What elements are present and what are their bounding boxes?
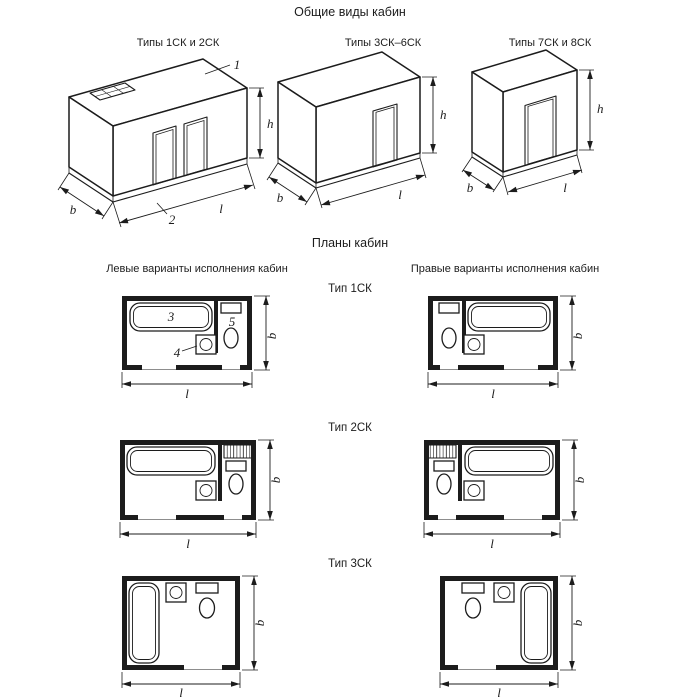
door-opening: [152, 116, 208, 186]
toilet-bowl: [198, 597, 216, 619]
partition-wall: [218, 445, 222, 501]
title-general-views: Общие виды кабин: [294, 5, 406, 19]
iso-label-types-1-2: Типы 1СК и 2СК: [137, 37, 220, 49]
dim-l-label: l: [186, 536, 190, 551]
dim-l-label: l: [398, 187, 402, 202]
sink: [165, 582, 187, 603]
iso-view-types-1-2: 1 2 h b l: [57, 57, 274, 228]
row-label-type-1sk: Тип 1СК: [328, 283, 372, 295]
bathtub: [126, 446, 216, 476]
row-label-type-2sk: Тип 2СК: [328, 422, 372, 434]
column-left-variants: Левые варианты исполнения кабин: [106, 263, 288, 275]
partition-wall: [458, 445, 462, 501]
bathtub: [129, 302, 213, 332]
dim-b-label: b: [570, 332, 585, 339]
dim-b-label: b: [70, 202, 77, 217]
callout-2-leader: [156, 202, 168, 215]
bathtub: [467, 302, 551, 332]
dim-h-label: h: [597, 101, 604, 116]
door-opening: [524, 95, 557, 167]
plan-3sk-left: l b: [121, 575, 267, 700]
plan-3sk-right: l b: [439, 575, 585, 700]
bathtub: [128, 582, 160, 664]
plan-2sk-right: l b: [423, 439, 587, 551]
dim-l-label: l: [185, 386, 189, 401]
sink: [463, 334, 485, 355]
sink: [493, 582, 515, 603]
callout-5: 5: [229, 314, 236, 329]
dim-l-label: l: [219, 201, 223, 216]
callout-4: 4: [174, 345, 181, 360]
toilet-tank: [438, 302, 460, 314]
iso-label-types-7-8: Типы 7СК и 8СК: [509, 37, 592, 49]
dim-l-label: l: [179, 685, 183, 700]
toilet-tank: [433, 460, 455, 472]
callout-4-leader: [181, 345, 198, 352]
column-right-variants: Правые варианты исполнения кабин: [411, 263, 599, 275]
toilet-tank: [461, 582, 485, 594]
iso-label-types-3-6: Типы 3СК–6СК: [345, 37, 422, 49]
dim-b-label: b: [572, 476, 587, 483]
row-label-type-3sk: Тип 3СК: [328, 558, 372, 570]
dim-b-label: b: [467, 180, 474, 195]
bathtub: [520, 582, 552, 664]
title-plans: Планы кабин: [312, 236, 388, 250]
toilet-tank: [225, 460, 247, 472]
dim-b-label: b: [252, 619, 267, 626]
bathtub: [464, 446, 554, 476]
toilet-tank: [195, 582, 219, 594]
dim-l-label: l: [563, 180, 567, 195]
sink: [195, 334, 217, 355]
vent-block: [223, 444, 254, 459]
roof-vent-block: [89, 82, 136, 101]
partition-wall: [462, 301, 466, 353]
toilet-bowl: [228, 473, 244, 495]
dim-b-label: b: [570, 619, 585, 626]
dim-b-label: b: [277, 190, 284, 205]
iso-view-types-3-6: h b l: [266, 51, 447, 209]
callout-1: 1: [234, 57, 241, 72]
callout-1-leader: [204, 64, 231, 75]
vent-block: [426, 444, 457, 459]
plan-2sk-left: l b: [119, 439, 283, 551]
toilet-bowl: [223, 327, 239, 349]
toilet-bowl: [441, 327, 457, 349]
toilet-tank: [220, 302, 242, 314]
toilet-bowl: [436, 473, 452, 495]
plan-1sk-right: l b: [427, 295, 585, 401]
callout-3: 3: [167, 309, 175, 324]
partition-wall: [214, 301, 218, 353]
plan-1sk-left: 3 4 5 l b: [121, 295, 279, 401]
dim-l-label: l: [491, 386, 495, 401]
dim-b-label: b: [268, 476, 283, 483]
dim-h-label: h: [267, 116, 274, 131]
toilet-bowl: [464, 597, 482, 619]
dim-l-label: l: [490, 536, 494, 551]
sink: [463, 480, 485, 501]
iso-view-types-7-8: h b l: [461, 49, 604, 196]
dim-l-label: l: [497, 685, 501, 700]
sink: [195, 480, 217, 501]
callout-2: 2: [169, 212, 176, 227]
dim-h-label: h: [440, 107, 447, 122]
door-opening: [372, 103, 398, 168]
dim-b-label: b: [264, 332, 279, 339]
